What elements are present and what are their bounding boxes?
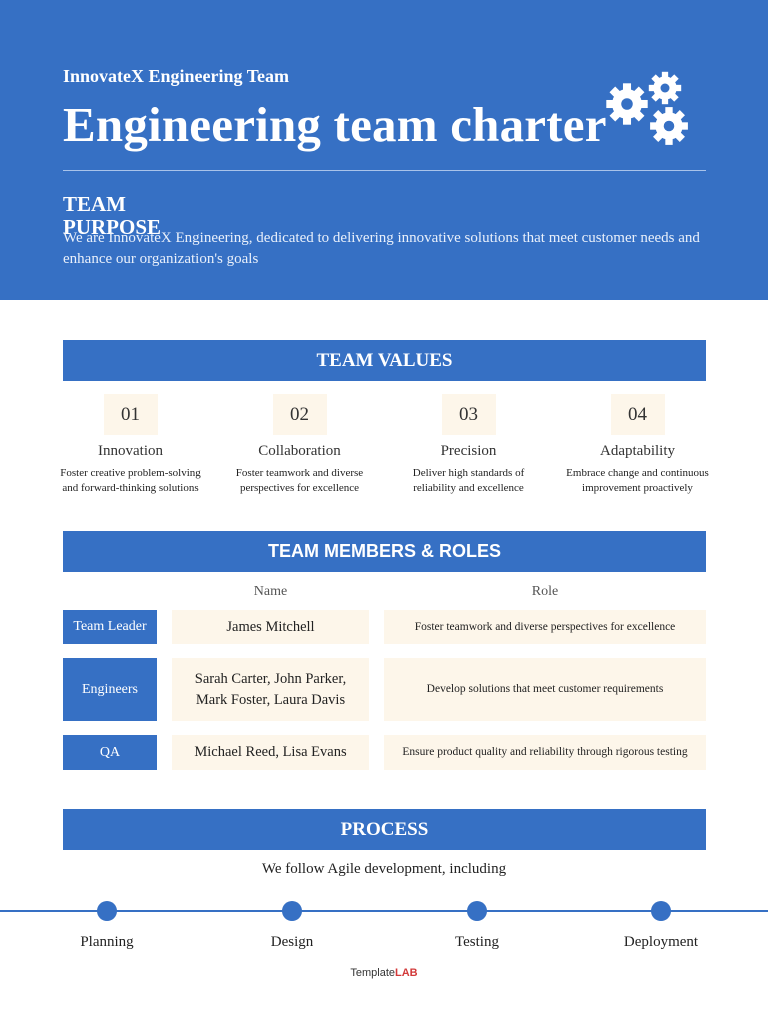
process-heading: PROCESS — [63, 809, 706, 850]
step-label: Design — [270, 934, 314, 950]
role-description: Develop solutions that meet customer req… — [384, 658, 706, 721]
process-step: Design — [222, 901, 362, 951]
process-intro: We follow Agile development, including — [261, 861, 507, 877]
process-timeline — [0, 910, 768, 912]
team-values-heading: TEAM VALUES — [63, 340, 706, 381]
value-name: Precision — [440, 443, 497, 459]
value-item: 03 Precision Deliver high standards of r… — [384, 394, 553, 495]
header-divider — [63, 170, 706, 171]
value-description: Embrace change and continuous improvemen… — [566, 467, 709, 494]
team-subtitle: InnovateX Engineering Team — [63, 66, 290, 86]
role-description: Ensure product quality and reliability t… — [384, 735, 706, 770]
step-dot — [282, 901, 302, 921]
table-row: Team Leader James Mitchell Foster teamwo… — [63, 610, 706, 644]
column-header-role: Role — [531, 584, 559, 599]
process-step: Testing — [407, 901, 547, 951]
role-description: Foster teamwork and diverse perspectives… — [384, 610, 706, 644]
process-step: Planning — [37, 901, 177, 951]
value-item: 02 Collaboration Foster teamwork and div… — [215, 394, 384, 495]
column-header-name: Name — [253, 584, 288, 599]
page-title: Engineering team charter — [63, 97, 607, 152]
step-label: Planning — [80, 934, 134, 950]
step-label: Deployment — [623, 934, 699, 950]
step-dot — [97, 901, 117, 921]
value-description: Deliver high standards of reliability an… — [412, 467, 525, 494]
value-name: Innovation — [98, 443, 163, 459]
value-name: Adaptability — [600, 443, 675, 459]
value-number: 04 — [610, 394, 665, 435]
member-names: Sarah Carter, John Parker, Mark Foster, … — [172, 658, 369, 721]
brand-part-template: Template — [350, 967, 396, 979]
gears-icon — [606, 71, 688, 145]
role-tag: Engineers — [63, 658, 157, 721]
purpose-heading: TEAM PURPOSE — [63, 192, 162, 239]
header-banner: InnovateX Engineering Team Engineering t… — [0, 0, 768, 300]
value-description: Foster teamwork and diverse perspectives… — [235, 467, 364, 494]
role-tag: QA — [63, 735, 157, 770]
purpose-text: We are InnovateX Engineering, dedicated … — [63, 230, 700, 267]
team-members-heading: TEAM MEMBERS & ROLES — [63, 531, 706, 572]
value-item: 04 Adaptability Embrace change and conti… — [553, 394, 722, 495]
role-tag: Team Leader — [63, 610, 157, 644]
step-dot — [467, 901, 487, 921]
member-names: James Mitchell — [172, 610, 369, 644]
values-list: 01 Innovation Foster creative problem-so… — [46, 394, 722, 495]
table-row: Engineers Sarah Carter, John Parker, Mar… — [63, 658, 706, 721]
brand-part-lab: LAB — [395, 967, 418, 979]
value-number: 02 — [272, 394, 327, 435]
brand-logo: TemplateLAB — [0, 967, 768, 979]
value-number: 01 — [103, 394, 158, 435]
step-dot — [651, 901, 671, 921]
member-names: Michael Reed, Lisa Evans — [172, 735, 369, 770]
process-step: Deployment — [591, 901, 731, 951]
value-description: Foster creative problem-solving and forw… — [60, 467, 201, 494]
value-number: 03 — [441, 394, 496, 435]
table-row: QA Michael Reed, Lisa Evans Ensure produ… — [63, 735, 706, 770]
step-label: Testing — [455, 934, 499, 950]
value-name: Collaboration — [258, 443, 341, 459]
value-item: 01 Innovation Foster creative problem-so… — [46, 394, 215, 495]
